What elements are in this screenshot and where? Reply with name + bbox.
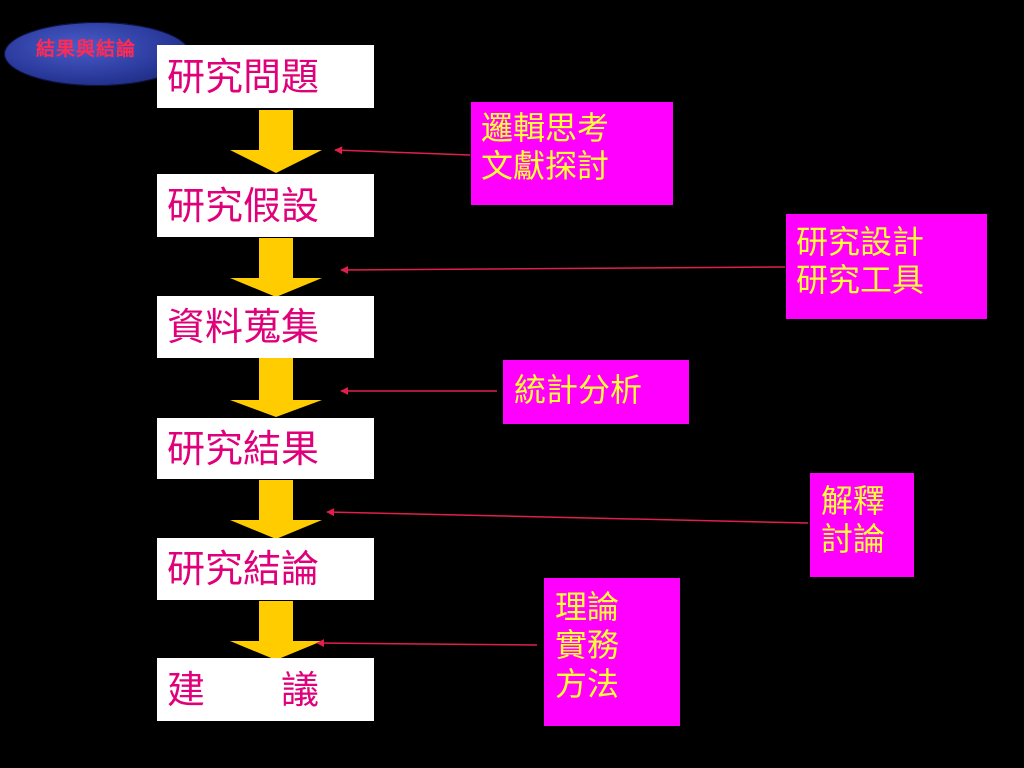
note-line: 研究設計 [796,223,925,261]
step-recommendation: 建 議 [157,658,374,721]
step-hypothesis: 研究假設 [157,174,374,237]
flow-arrow-1 [230,110,322,173]
pointer-arrow-1 [334,146,471,156]
note-theory-practice-method: 理論 實務 方法 [544,578,680,726]
step-data-collection: 資料蒐集 [157,296,374,358]
step-research-question: 研究問題 [157,45,374,108]
note-line: 討論 [821,520,886,559]
step-research-conclusion: 研究結論 [157,538,374,600]
flow-arrow-4 [230,480,322,539]
note-line: 文獻探討 [481,147,610,186]
note-line: 解釋 [821,482,886,520]
flow-arrow-3 [230,358,322,417]
note-line: 方法 [555,664,620,703]
note-line: 理論 [555,588,620,626]
note-interpret-discuss: 解釋 討論 [810,473,914,577]
pointer-arrow-2 [340,265,786,274]
note-statistical-analysis: 統計分析 [503,360,689,424]
pointer-arrow-5 [316,639,538,648]
note-line: 統計分析 [514,371,643,409]
note-line: 實務 [555,626,620,665]
note-line: 研究工具 [796,261,925,300]
flow-arrow-2 [230,238,322,297]
section-badge-label: 結果與結論 [36,38,137,60]
note-logic-literature: 邏輯思考 文獻探討 [471,102,673,205]
pointer-arrow-4 [326,508,809,524]
note-line: 邏輯思考 [481,109,610,147]
note-design-tools: 研究設計 研究工具 [786,214,987,319]
step-research-results: 研究結果 [157,418,374,479]
flow-arrow-5 [230,601,322,660]
